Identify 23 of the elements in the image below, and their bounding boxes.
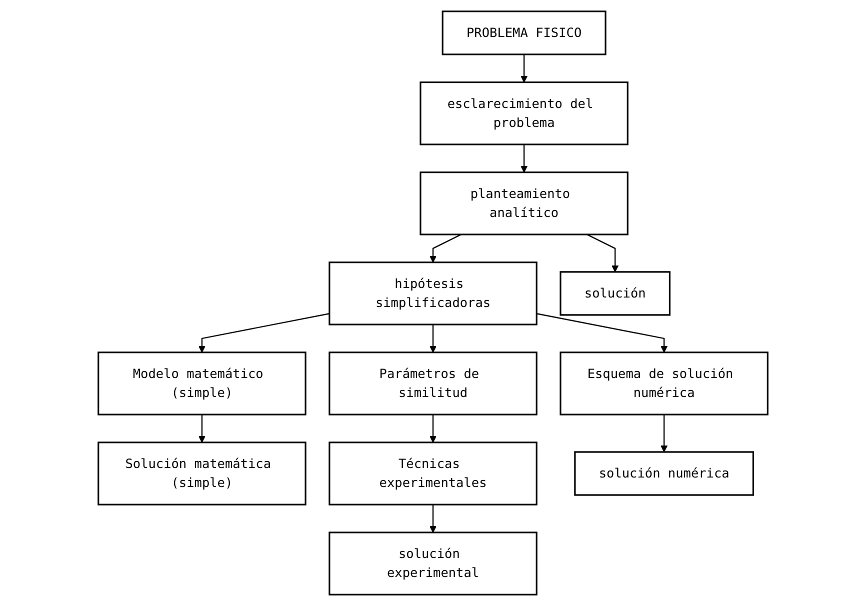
node-box: Esquema de solución numérica — [560, 352, 768, 416]
arrow — [198, 414, 206, 443]
node-box: Parámetros de similitud — [328, 352, 538, 416]
node-box: solución numérica — [574, 451, 754, 496]
node-box: hipótesis simplificadoras — [328, 262, 538, 326]
node-box: planteamiento analítico — [420, 172, 628, 236]
arrow — [536, 313, 668, 353]
arrow — [520, 144, 528, 173]
node-box: Solución matemática (simple) — [98, 442, 306, 506]
node-box: PROBLEMA FISICO — [442, 10, 606, 56]
arrow — [429, 504, 436, 533]
arrow — [429, 414, 436, 443]
arrow — [660, 414, 668, 452]
node-box: solución — [560, 271, 670, 316]
node-box: solución experimental — [328, 532, 538, 596]
arrow — [586, 234, 619, 272]
arrow — [429, 234, 462, 263]
arrow — [520, 54, 528, 83]
arrow — [198, 313, 330, 353]
node-box: Técnicas experimentales — [328, 442, 538, 506]
arrow — [429, 324, 436, 353]
node-box: esclarecimiento del problema — [420, 81, 628, 146]
node-box: Modelo matemático (simple) — [98, 352, 306, 416]
